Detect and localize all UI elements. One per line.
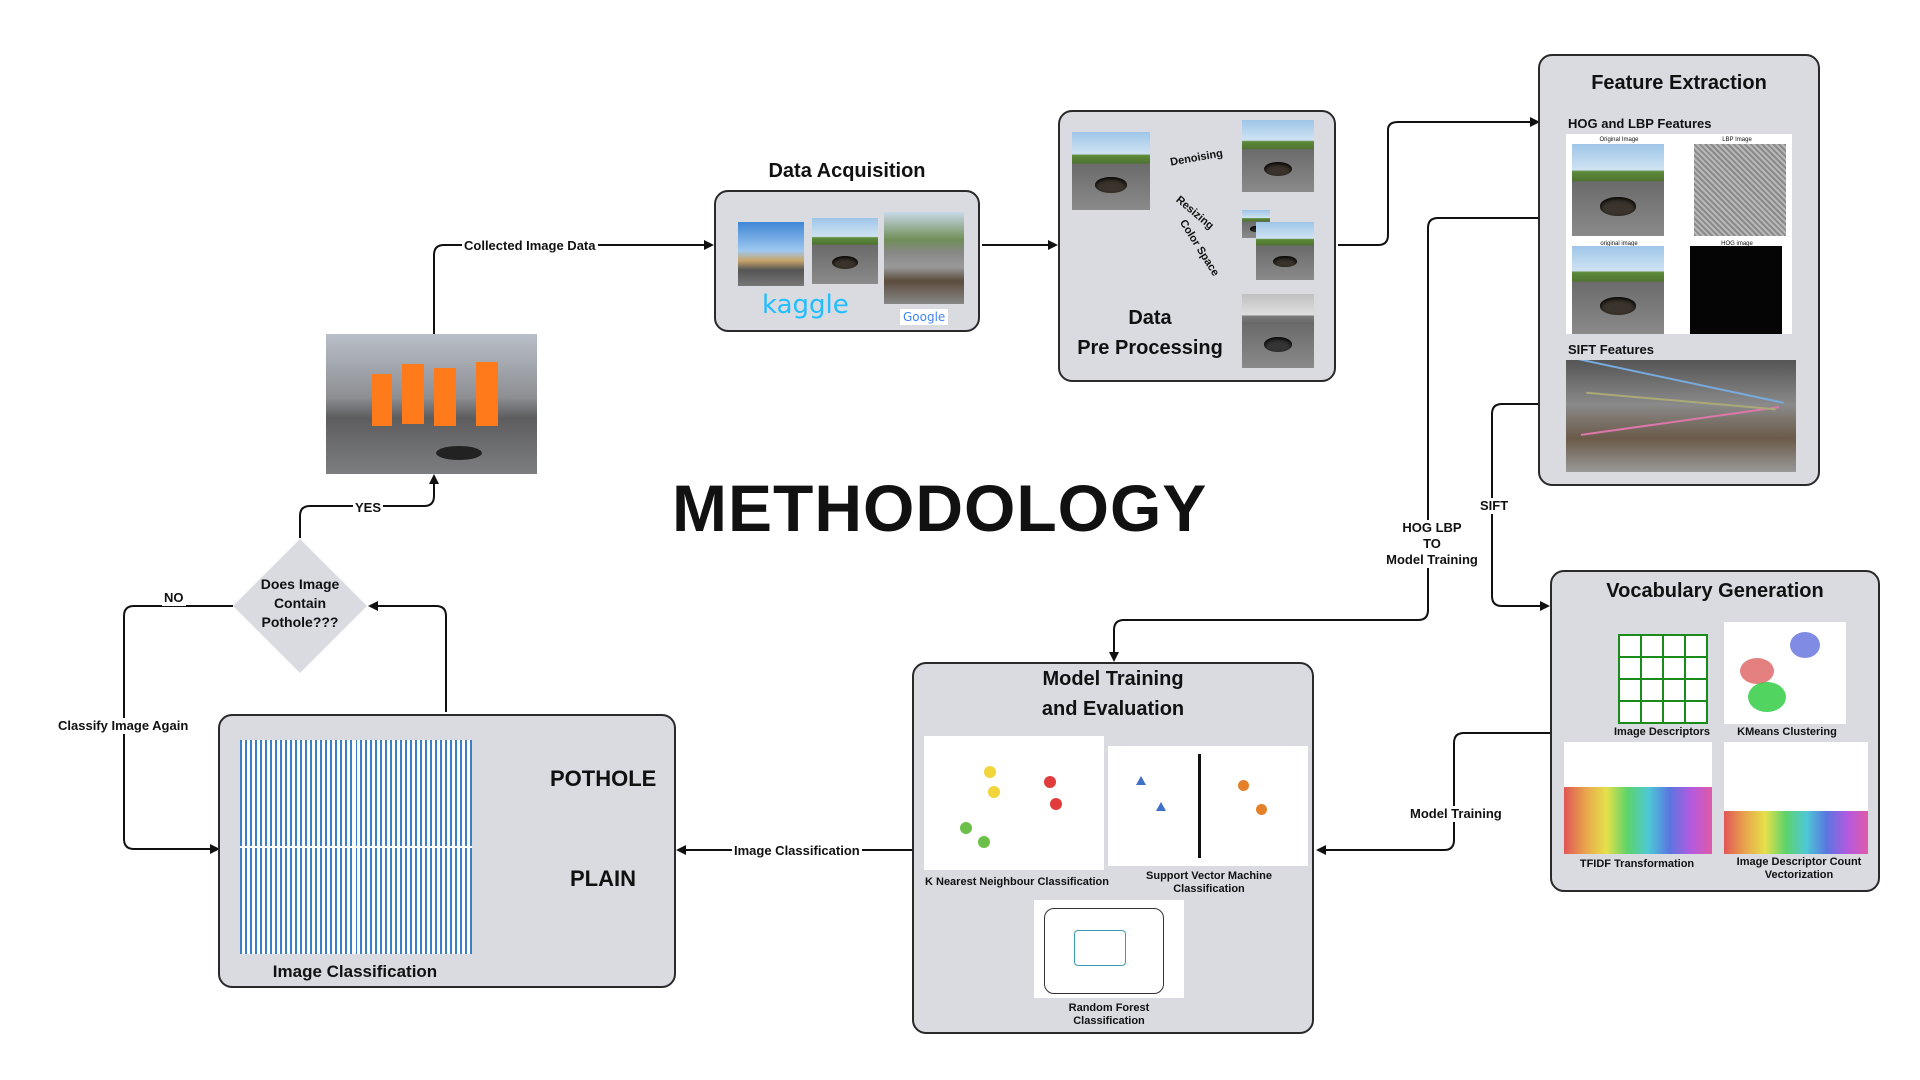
caption-count-vectorization: Image Descriptor Count Vectorization bbox=[1736, 856, 1862, 881]
original-image-label-2: original image bbox=[1600, 241, 1638, 247]
label-no: NO bbox=[162, 590, 186, 606]
original-image-label: Original Image bbox=[1599, 137, 1639, 143]
preprocessing-box bbox=[1058, 110, 1336, 382]
color-space-photo bbox=[1242, 294, 1314, 368]
preprocessing-title: Data Pre Processing bbox=[1077, 307, 1223, 359]
sift-features-label: SIFT Features bbox=[1568, 342, 1654, 357]
descriptor-count-chart bbox=[1724, 742, 1868, 854]
car-road-photo bbox=[884, 212, 964, 304]
original-image-photo-2 bbox=[1572, 246, 1664, 334]
google-logo: Google bbox=[900, 309, 949, 325]
label-image-classification: Image Classification bbox=[732, 843, 862, 859]
vocabulary-box: Vocabulary Generation Image Descriptors … bbox=[1550, 570, 1880, 892]
preprocessing-input-photo bbox=[1072, 132, 1150, 210]
model-training-box: Model Training and Evaluation K Nearest … bbox=[912, 662, 1314, 1034]
label-hog-lbp-to-training: HOG LBP TO Model Training bbox=[1380, 520, 1484, 568]
label-sift: SIFT bbox=[1478, 498, 1511, 514]
arrow-hog-to-training bbox=[1109, 217, 1560, 662]
caption-image-descriptors: Image Descriptors bbox=[1614, 726, 1710, 738]
model-training-title: Model Training and Evaluation bbox=[1041, 668, 1185, 720]
feature-extraction-box: Feature Extraction HOG and LBP Features … bbox=[1538, 54, 1820, 486]
hog-lbp-panel: Original Image LBP Image original image … bbox=[1566, 134, 1792, 334]
hog-image-label: HOG image bbox=[1721, 241, 1753, 247]
random-forest-plot bbox=[1034, 900, 1184, 998]
kaggle-logo: kaggle bbox=[762, 290, 849, 320]
road-workers-photo bbox=[326, 334, 537, 474]
sift-matches-photo bbox=[1566, 360, 1796, 472]
resized-photo bbox=[1256, 222, 1314, 280]
decision-text: Does Image Contain Pothole??? bbox=[260, 576, 340, 630]
pothole-decision: Does Image Contain Pothole??? bbox=[233, 539, 367, 673]
original-image-photo bbox=[1572, 144, 1664, 236]
image-classification-box: Image Classification bbox=[218, 714, 676, 988]
label-collected-image-data: Collected Image Data bbox=[462, 238, 598, 254]
kmeans-cluster-plot bbox=[1724, 622, 1846, 724]
data-acquisition-title: Data Acquisition bbox=[768, 160, 926, 182]
output-pothole: POTHOLE bbox=[550, 766, 657, 791]
caption-tfidf: TFIDF Transformation bbox=[1579, 858, 1695, 870]
label-classify-again: Classify Image Again bbox=[56, 718, 191, 734]
arrow-vocab-to-training bbox=[1316, 732, 1556, 855]
data-acquisition-box bbox=[714, 190, 980, 332]
sky-road-photo bbox=[738, 222, 804, 286]
hog-lbp-label: HOG and LBP Features bbox=[1568, 116, 1712, 131]
image-classification-title: Image Classification bbox=[272, 962, 438, 981]
lbp-image-label: LBP Image bbox=[1722, 137, 1752, 143]
feature-extraction-title: Feature Extraction bbox=[1591, 72, 1767, 94]
arrow-class-to-decision bbox=[368, 601, 447, 712]
classification-plots bbox=[240, 740, 472, 954]
label-model-training: Model Training bbox=[1408, 806, 1504, 822]
label-yes: YES bbox=[353, 500, 384, 516]
lbp-image bbox=[1694, 144, 1786, 236]
image-descriptors-grid bbox=[1618, 634, 1708, 724]
arrow-collected bbox=[433, 240, 714, 337]
output-plain: PLAIN bbox=[570, 866, 636, 891]
denoised-photo bbox=[1242, 120, 1314, 192]
knn-plot bbox=[924, 736, 1104, 870]
caption-knn: K Nearest Neighbour Classification bbox=[925, 876, 1109, 888]
caption-random-forest: Random Forest Classification bbox=[1068, 1002, 1150, 1027]
tfidf-bar-chart bbox=[1564, 742, 1712, 854]
hog-image bbox=[1690, 246, 1782, 334]
vocabulary-title: Vocabulary Generation bbox=[1606, 580, 1824, 602]
caption-svm: Support Vector Machine Classification bbox=[1146, 870, 1272, 895]
caption-kmeans: KMeans Clustering bbox=[1737, 726, 1837, 738]
pothole-road-photo bbox=[812, 218, 878, 284]
page-title: METHODOLOGY bbox=[672, 471, 1208, 545]
svm-plot bbox=[1108, 746, 1308, 866]
arrow-pre-to-feat bbox=[1338, 117, 1540, 246]
